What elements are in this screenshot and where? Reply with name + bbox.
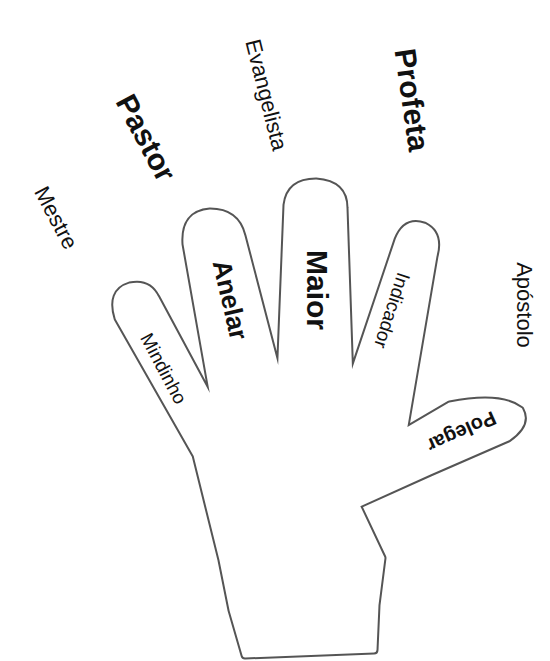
ministry-label: Apóstolo: [513, 262, 535, 348]
ministry-label: Mestre: [31, 183, 82, 253]
ministry-label: Evangelista: [242, 37, 291, 153]
hand-outline: [116, 182, 523, 655]
hand-outline-inner: [116, 182, 523, 655]
finger-label: Maior: [302, 250, 332, 330]
ministry-label: Profeta: [390, 47, 434, 154]
ministry-label: Pastor: [111, 90, 181, 187]
